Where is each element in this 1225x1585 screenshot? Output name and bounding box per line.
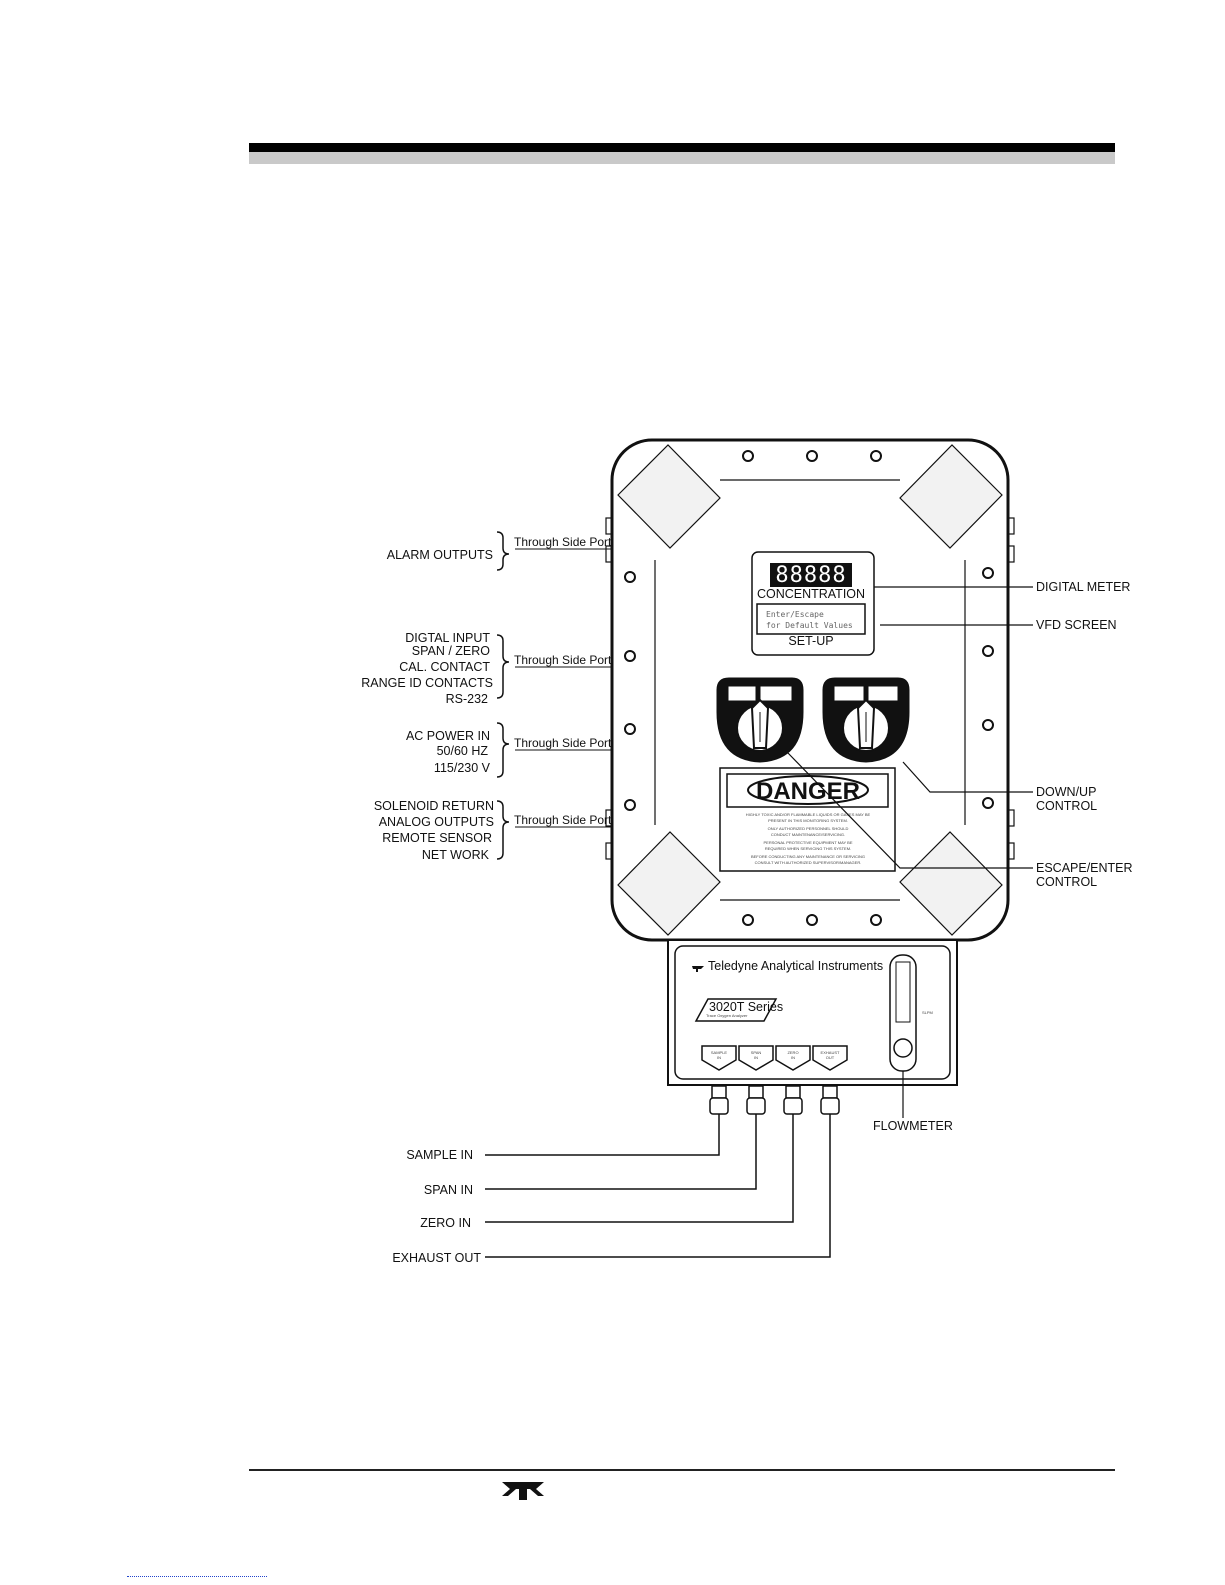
- svg-text:OUT: OUT: [826, 1055, 835, 1060]
- port-tag-sample: SAMPLE IN: [701, 1045, 737, 1071]
- setup-label: SET-UP: [788, 634, 833, 648]
- vfd-line-1: Enter/Escape: [766, 610, 824, 619]
- teledyne-logo-icon: [502, 1482, 544, 1500]
- warning-line: PRESENT IN THIS MONITORING SYSTEM.: [768, 818, 848, 823]
- brand-name: Teledyne Analytical Instruments: [708, 959, 883, 973]
- port-label: Through Side Port: [514, 813, 612, 827]
- warning-line: BEFORE CONDUCTING ANY MAINTENANCE OR SER…: [751, 854, 865, 859]
- lower-flow-box: Teledyne Analytical Instruments 3020T Se…: [667, 939, 958, 1086]
- warning-line: CONDUCT MAINTENANCE/SERVICING.: [771, 832, 845, 837]
- svg-text:EXHAUST: EXHAUST: [821, 1050, 840, 1055]
- bottom-labels: SAMPLE IN SPAN IN ZERO IN EXHAUST OUT: [392, 1148, 481, 1265]
- svg-text:IN: IN: [791, 1055, 795, 1060]
- label-sample-in: SAMPLE IN: [406, 1148, 473, 1162]
- footer-link-underline: [127, 1576, 267, 1577]
- port-tag-zero: ZERO IN: [775, 1045, 811, 1071]
- label-network: NET WORK: [422, 848, 490, 862]
- label-span-in: SPAN IN: [424, 1183, 473, 1197]
- label-cal-contact: CAL. CONTACT: [399, 660, 490, 674]
- digital-meter-panel: 88888 CONCENTRATION Enter/Escape for Def…: [751, 551, 875, 656]
- enclosure-bolts: [624, 450, 994, 926]
- label-exhaust-out: EXHAUST OUT: [392, 1251, 481, 1265]
- danger-placard: DANGER HIGHLY TOXIC AND/OR FLAMMABLE LIQ…: [719, 767, 896, 872]
- warning-line: CONSULT WITH AUTHORIZED SUPERVISOR/MANAG…: [755, 860, 862, 865]
- concentration-label: CONCENTRATION: [757, 587, 865, 601]
- leader-lines: [485, 531, 1033, 1258]
- label-down-up-2: CONTROL: [1036, 799, 1097, 813]
- teledyne-small-logo-icon: [692, 966, 704, 972]
- meter-digits: 88888: [775, 563, 846, 588]
- label-down-up-1: DOWN/UP: [1036, 785, 1096, 799]
- flow-unit: SLPM: [922, 1010, 933, 1015]
- enclosure: [605, 438, 1015, 942]
- port-tag-exhaust: EXHAUST OUT: [812, 1045, 848, 1071]
- svg-text:IN: IN: [717, 1055, 721, 1060]
- right-labels: DIGITAL METER VFD SCREEN DOWN/UP CONTROL…: [873, 580, 1133, 1133]
- footer-rule: [249, 1469, 1115, 1471]
- down-up-knob[interactable]: [822, 677, 910, 763]
- warning-line: REQUIRED WHEN SERVICING THIS SYSTEM.: [765, 846, 851, 851]
- label-escape-enter-2: CONTROL: [1036, 875, 1097, 889]
- vfd-line-2: for Default Values: [766, 621, 853, 630]
- port-tag-span: SPAN IN: [738, 1045, 774, 1071]
- svg-text:ZERO: ZERO: [787, 1050, 798, 1055]
- model-subtitle: Trace Oxygen Analyzer: [706, 1013, 748, 1018]
- port-label: Through Side Port: [514, 736, 612, 750]
- label-remote-sensor: REMOTE SENSOR: [382, 831, 492, 845]
- label-analog-outputs: ANALOG OUTPUTS: [379, 815, 494, 829]
- label-flowmeter: FLOWMETER: [873, 1119, 953, 1133]
- gas-fittings: [709, 1085, 840, 1115]
- label-solenoid-return: SOLENOID RETURN: [374, 799, 494, 813]
- side-port-labels: Through Side Port Through Side Port Thro…: [514, 535, 612, 827]
- header-gray-rule: [249, 152, 1115, 164]
- label-span-zero: SPAN / ZERO: [412, 644, 491, 658]
- escape-enter-knob[interactable]: [716, 677, 804, 763]
- port-label: Through Side Port: [514, 653, 612, 667]
- svg-text:SPAN: SPAN: [751, 1050, 762, 1055]
- warning-line: HIGHLY TOXIC AND/OR FLAMMABLE LIQUIDS OR…: [746, 812, 871, 817]
- header-black-rule: [249, 143, 1115, 152]
- label-ac-power: AC POWER IN: [406, 729, 490, 743]
- label-zero-in: ZERO IN: [420, 1216, 471, 1230]
- label-range-id: RANGE ID CONTACTS: [361, 676, 493, 690]
- label-voltage: 115/230 V: [434, 761, 491, 775]
- label-escape-enter-1: ESCAPE/ENTER: [1036, 861, 1133, 875]
- label-digital-input: DIGTAL INPUT: [405, 631, 490, 645]
- label-hz: 50/60 HZ: [437, 744, 489, 758]
- svg-text:IN: IN: [754, 1055, 758, 1060]
- label-alarm-outputs: ALARM OUTPUTS: [387, 548, 493, 562]
- model-name: 3020T Series: [709, 1000, 783, 1014]
- warning-line: PERSONAL PROTECTIVE EQUIPMENT MAY BE: [764, 840, 853, 845]
- left-labels: ALARM OUTPUTS DIGTAL INPUT SPAN / ZERO C…: [361, 548, 494, 862]
- warning-line: ONLY AUTHORIZED PERSONNEL SHOULD: [768, 826, 849, 831]
- label-digital-meter: DIGITAL METER: [1036, 580, 1130, 594]
- port-label: Through Side Port: [514, 535, 612, 549]
- danger-title: DANGER: [756, 778, 860, 805]
- label-vfd-screen: VFD SCREEN: [1036, 618, 1117, 632]
- svg-text:SAMPLE: SAMPLE: [711, 1050, 728, 1055]
- label-rs232: RS-232: [446, 692, 488, 706]
